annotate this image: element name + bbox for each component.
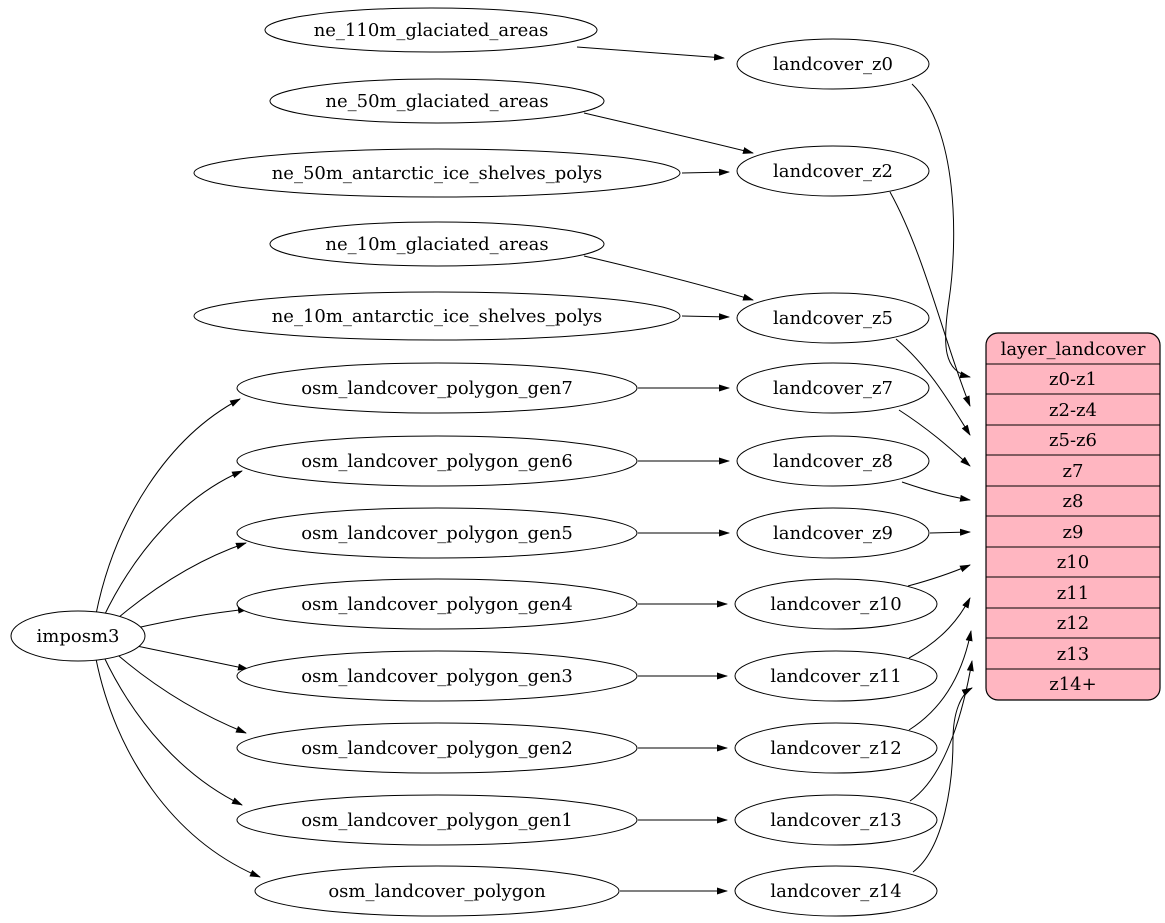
record-row-z2-z4: z2-z4: [1049, 400, 1097, 421]
edge-z14-to-row-z14plus: [912, 687, 973, 873]
node-osm-landcover-polygon-gen1: osm_landcover_polygon_gen1: [236, 794, 638, 846]
node-osm-landcover-polygon-gen5: osm_landcover_polygon_gen5: [236, 507, 638, 559]
edge-ne110m-glaciated-to-z0: [576, 46, 725, 61]
edge-imposm3-to-gen5: [111, 542, 247, 624]
edge-imposm3-to-gen6: [102, 470, 243, 619]
node-ne-10m-antarctic-ice-shelves-polys-label: ne_10m_antarctic_ice_shelves_polys: [272, 306, 603, 327]
edge-z10-to-row-z10: [907, 564, 971, 587]
node-osm-landcover-polygon-gen2-label: osm_landcover_polygon_gen2: [301, 738, 573, 759]
record-row-z9: z9: [1063, 522, 1084, 543]
edge-ne10m-glaciated-to-z5: [583, 255, 754, 301]
edge-z0-to-row-z0z1: [911, 83, 971, 379]
node-landcover-z5: landcover_z5: [736, 292, 930, 344]
node-landcover-z7-label: landcover_z7: [773, 378, 893, 399]
node-osm-landcover-polygon-gen7: osm_landcover_polygon_gen7: [236, 362, 638, 414]
node-osm-landcover-polygon-gen7-label: osm_landcover_polygon_gen7: [301, 378, 573, 399]
edge-z9-to-row-z9: [929, 528, 971, 536]
node-landcover-z9: landcover_z9: [736, 507, 930, 559]
node-osm-landcover-polygon-gen3-label: osm_landcover_polygon_gen3: [301, 666, 573, 687]
record-row-z13: z13: [1057, 644, 1089, 665]
record-row-z12: z12: [1057, 613, 1089, 634]
node-osm-landcover-polygon-gen6: osm_landcover_polygon_gen6: [236, 435, 638, 487]
node-osm-landcover-polygon-gen4: osm_landcover_polygon_gen4: [236, 578, 638, 630]
edge-imposm3-to-gen2: [111, 649, 247, 734]
edge-imposm3-to-gen4: [131, 606, 249, 630]
node-landcover-z11: landcover_z11: [734, 650, 938, 702]
record-row-z5-z6: z5-z6: [1049, 430, 1097, 451]
node-osm-landcover-polygon-gen5-label: osm_landcover_polygon_gen5: [301, 523, 573, 544]
node-landcover-z7: landcover_z7: [736, 362, 930, 414]
record-layer-landcover: layer_landcover z0-z1 z2-z4 z5-z6 z7 z8 …: [985, 332, 1161, 701]
edge-z2-to-row-z2z4: [889, 191, 971, 407]
record-row-z0-z1: z0-z1: [1049, 369, 1097, 390]
node-ne-10m-glaciated-areas-label: ne_10m_glaciated_areas: [325, 234, 548, 255]
edges: [95, 46, 974, 895]
edge-z7-to-row-z7: [898, 409, 971, 467]
node-landcover-z11-label: landcover_z11: [770, 666, 901, 687]
record-row-z14plus: z14+: [1049, 674, 1096, 695]
node-ne-110m-glaciated-areas-label: ne_110m_glaciated_areas: [314, 20, 549, 41]
edge-imposm3-to-polygon: [95, 658, 261, 878]
node-osm-landcover-polygon-label: osm_landcover_polygon: [328, 881, 546, 902]
node-osm-landcover-polygon-gen4-label: osm_landcover_polygon_gen4: [301, 594, 573, 615]
node-osm-landcover-polygon-gen3: osm_landcover_polygon_gen3: [236, 650, 638, 702]
edge-z12-to-row-z12: [908, 630, 973, 731]
record-row-z7: z7: [1063, 461, 1084, 482]
node-ne-50m-antarctic-ice-shelves-polys: ne_50m_antarctic_ice_shelves_polys: [193, 148, 681, 198]
node-landcover-z10: landcover_z10: [734, 578, 938, 630]
node-landcover-z5-label: landcover_z5: [773, 308, 893, 329]
node-ne-110m-glaciated-areas: ne_110m_glaciated_areas: [264, 7, 598, 53]
edge-ne10m-antarctic-to-z5: [681, 313, 730, 321]
record-row-z8: z8: [1063, 491, 1084, 512]
edge-ne50m-glaciated-to-z2: [583, 112, 754, 154]
nodes: imposm3 ne_110m_glaciated_areas ne_50m_g…: [10, 7, 938, 917]
node-landcover-z2: landcover_z2: [736, 145, 930, 197]
node-landcover-z0-label: landcover_z0: [773, 54, 893, 75]
edge-z8-to-row-z8: [901, 481, 971, 502]
edge-z11-to-row-z11: [908, 597, 971, 659]
node-imposm3-label: imposm3: [37, 626, 120, 647]
node-ne-50m-antarctic-ice-shelves-polys-label: ne_50m_antarctic_ice_shelves_polys: [272, 163, 603, 184]
node-osm-landcover-polygon-gen6-label: osm_landcover_polygon_gen6: [301, 451, 573, 472]
node-landcover-z8-label: landcover_z8: [773, 451, 893, 472]
node-landcover-z0: landcover_z0: [736, 38, 930, 90]
node-landcover-z9-label: landcover_z9: [773, 523, 893, 544]
node-ne-10m-glaciated-areas: ne_10m_glaciated_areas: [269, 221, 605, 267]
node-landcover-z13: landcover_z13: [734, 794, 938, 846]
record-row-z10: z10: [1057, 552, 1089, 573]
edge-ne50m-antarctic-to-z2: [681, 168, 730, 176]
node-ne-50m-glaciated-areas-label: ne_50m_glaciated_areas: [325, 91, 548, 112]
node-landcover-z14-label: landcover_z14: [770, 881, 901, 902]
node-osm-landcover-polygon: osm_landcover_polygon: [254, 865, 620, 917]
node-osm-landcover-polygon-gen1-label: osm_landcover_polygon_gen1: [301, 810, 573, 831]
node-landcover-z10-label: landcover_z10: [770, 594, 901, 615]
edge-imposm3-to-gen3: [131, 644, 249, 671]
node-imposm3: imposm3: [10, 610, 146, 662]
record-row-z11: z11: [1057, 583, 1089, 604]
node-ne-10m-antarctic-ice-shelves-polys: ne_10m_antarctic_ice_shelves_polys: [193, 291, 681, 341]
edge-imposm3-to-gen7: [95, 398, 241, 615]
node-landcover-z2-label: landcover_z2: [773, 161, 893, 182]
node-landcover-z14: landcover_z14: [734, 865, 938, 917]
node-landcover-z12-label: landcover_z12: [770, 738, 901, 759]
node-landcover-z12: landcover_z12: [734, 722, 938, 774]
node-osm-landcover-polygon-gen2: osm_landcover_polygon_gen2: [236, 722, 638, 774]
record-title: layer_landcover: [1001, 339, 1146, 360]
edge-z5-to-row-z5z6: [895, 338, 971, 436]
node-ne-50m-glaciated-areas: ne_50m_glaciated_areas: [269, 78, 605, 124]
node-landcover-z13-label: landcover_z13: [770, 810, 901, 831]
node-landcover-z8: landcover_z8: [736, 435, 930, 487]
edge-imposm3-to-gen1: [102, 654, 243, 806]
